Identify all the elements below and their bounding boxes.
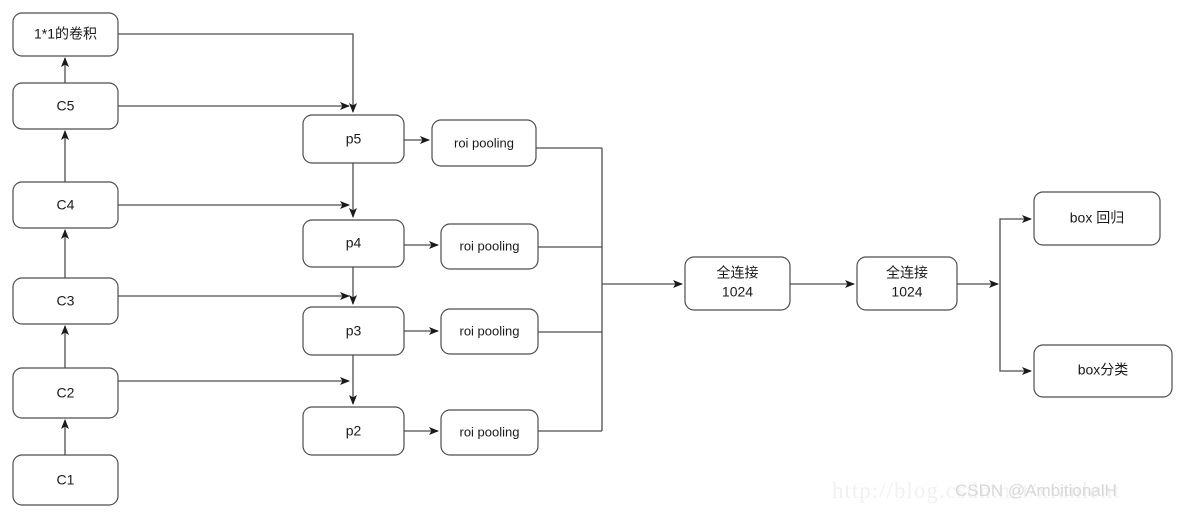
node-c4-label: C4 <box>57 197 75 213</box>
node-roi-pooling-p4[interactable]: roi pooling <box>440 223 539 270</box>
node-p2[interactable]: p2 <box>302 406 405 456</box>
edges-lateral <box>118 33 357 385</box>
node-p4-label: p4 <box>346 235 362 251</box>
node-p5-label: p5 <box>346 131 362 147</box>
group-pyramid-nodes: p5 p4 p3 p2 <box>302 114 405 456</box>
node-box-classification-label: box分类 <box>1078 362 1129 378</box>
edges-p-to-roi <box>404 136 439 435</box>
edge-split-box-cls <box>999 284 1032 375</box>
node-conv-1x1[interactable]: 1*1的卷积 <box>12 12 119 57</box>
node-fc-2-label-line1: 全连接 <box>886 265 928 281</box>
node-c1[interactable]: C1 <box>12 454 119 506</box>
edges-head <box>790 215 1032 375</box>
node-roi-pooling-p5[interactable]: roi pooling <box>431 119 537 167</box>
node-p4[interactable]: p4 <box>302 219 405 268</box>
node-roi-pooling-p3-label: roi pooling <box>460 323 520 338</box>
node-fc-2-label-line2: 1024 <box>891 284 922 300</box>
node-c5-label: C5 <box>57 98 75 114</box>
node-p2-label: p2 <box>346 423 362 439</box>
node-c3[interactable]: C3 <box>12 277 119 325</box>
node-c3-label: C3 <box>57 293 75 309</box>
node-p3[interactable]: p3 <box>302 306 405 356</box>
node-fc-1[interactable]: 全连接 1024 <box>684 256 791 311</box>
node-conv-1x1-label: 1*1的卷积 <box>34 26 97 42</box>
node-box-regression[interactable]: box 回归 <box>1033 191 1161 246</box>
group-fc-nodes: 全连接 1024 全连接 1024 <box>684 256 958 311</box>
group-roi-pooling-nodes: roi pooling roi pooling roi pooling roi … <box>431 119 539 456</box>
node-p5[interactable]: p5 <box>302 114 405 164</box>
node-c2-label: C2 <box>57 385 75 401</box>
edge-split-box-reg <box>999 215 1032 284</box>
node-box-classification[interactable]: box分类 <box>1033 344 1173 398</box>
node-p3-label: p3 <box>346 323 362 339</box>
node-roi-pooling-p4-label: roi pooling <box>460 238 520 253</box>
edges-roi-merge <box>536 147 683 432</box>
group-backbone-nodes: C1 C2 C3 C4 C5 1*1的卷积 <box>12 12 119 506</box>
watermark-username: CSDN @AmbitionalH <box>955 481 1117 500</box>
node-c2[interactable]: C2 <box>12 367 119 419</box>
node-fc-2[interactable]: 全连接 1024 <box>856 256 958 311</box>
node-roi-pooling-p5-label: roi pooling <box>454 135 514 150</box>
node-c1-label: C1 <box>57 472 75 488</box>
edge-conv1x1-p5 <box>118 33 357 113</box>
node-fc-1-label-line1: 全连接 <box>717 265 759 281</box>
node-fc-1-label-line2: 1024 <box>722 284 753 300</box>
group-head-nodes: box 回归 box分类 <box>1033 191 1173 398</box>
node-roi-pooling-p2[interactable]: roi pooling <box>440 409 539 456</box>
node-roi-pooling-p3[interactable]: roi pooling <box>440 308 539 355</box>
node-box-regression-label: box 回归 <box>1070 210 1124 226</box>
node-c5[interactable]: C5 <box>12 82 119 130</box>
watermark-url: http://blog.csdn.net/xfanlent <box>832 478 1121 503</box>
node-roi-pooling-p2-label: roi pooling <box>460 424 520 439</box>
node-c4[interactable]: C4 <box>12 181 119 229</box>
